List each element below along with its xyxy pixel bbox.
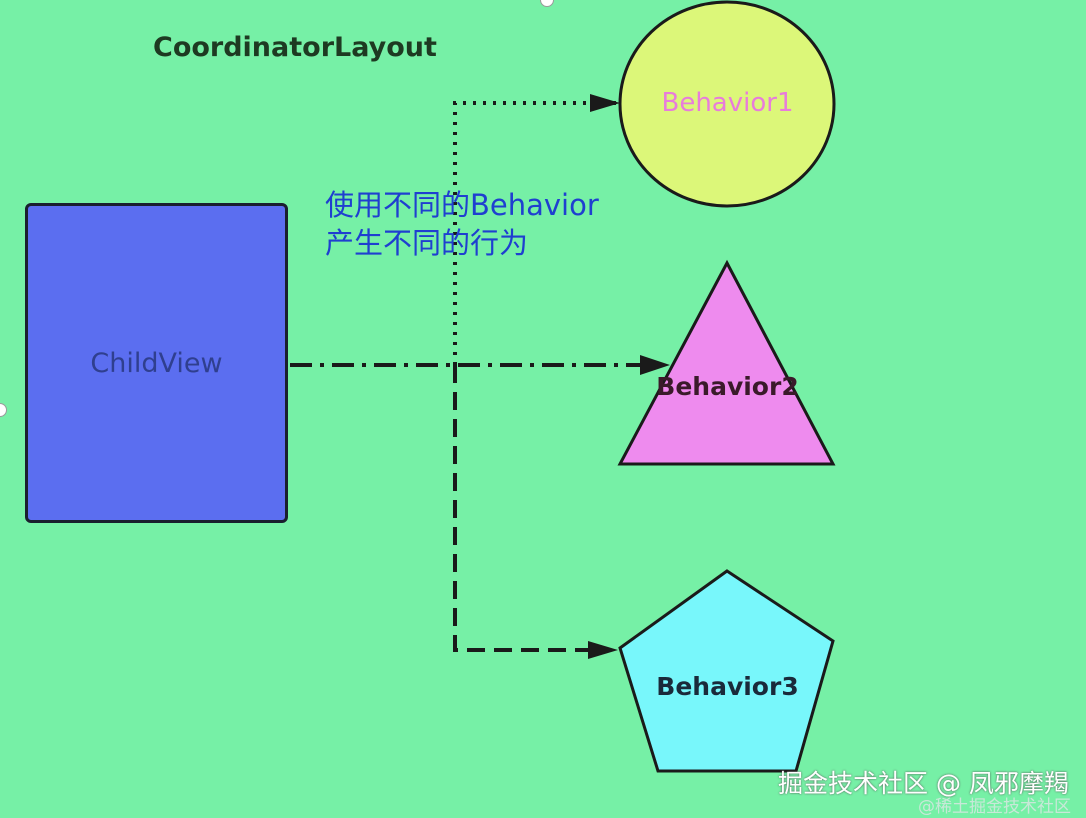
- arrowhead-behavior1: [590, 94, 620, 112]
- behavior1-circle: [618, 0, 836, 208]
- arrowhead-behavior3: [588, 641, 618, 659]
- connector-behavior3: [453, 365, 590, 652]
- behavior3-label: Behavior3: [656, 672, 799, 701]
- caption-text: 使用不同的Behavior 产生不同的行为: [325, 186, 599, 262]
- watermark-main: 掘金技术社区 @ 凤邪摩羯: [778, 769, 1069, 798]
- behavior3-pentagon: [618, 569, 835, 773]
- arrowhead-behavior2: [640, 355, 670, 375]
- behavior2-label: Behavior2: [656, 372, 799, 401]
- caption-line-2: 产生不同的行为: [325, 226, 529, 260]
- behavior1-label: Behavior1: [661, 88, 794, 118]
- behavior2-triangle: [617, 259, 836, 466]
- child-view-label: ChildView: [90, 348, 223, 379]
- child-view-box: ChildView: [25, 203, 288, 523]
- connector-behavior1: [453, 101, 618, 365]
- caption-line-1: 使用不同的Behavior: [325, 188, 599, 222]
- watermark-sub: @稀土掘金技术社区: [918, 797, 1071, 817]
- diagram-title: CoordinatorLayout: [153, 32, 437, 63]
